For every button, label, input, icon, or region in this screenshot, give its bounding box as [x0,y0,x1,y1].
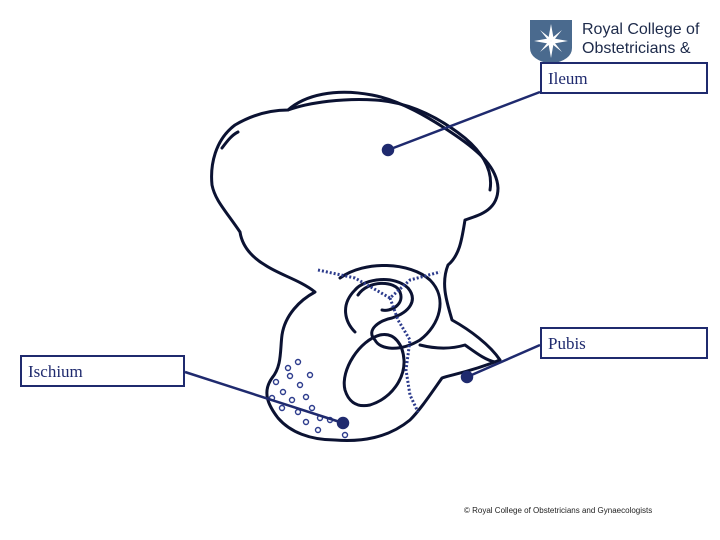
ileum-pointer-line [387,90,541,152]
logo-text-line-1: Royal College of [582,21,700,38]
pubis-pointer-line [466,343,541,379]
ileum-pointer-dot [381,143,395,157]
ischium-pointer-dot [336,416,350,430]
ischium-label: Ischium [20,355,185,387]
pubis-label: Pubis [540,327,708,359]
ischium-pointer-line [184,370,344,425]
pubis-pointer-dot [460,370,474,384]
pubis-boundary-line [388,297,420,413]
bone-boundary-lines [317,268,441,413]
compass-star-icon [530,20,572,64]
copyright-notice: © Royal College of Obstetricians and Gyn… [464,506,653,515]
hip-bone-outline [210,90,502,442]
ischium-stipple [268,358,349,439]
label-pointers [184,90,541,430]
ileum-label: Ileum [540,62,708,94]
rcog-logo: Royal College of Obstetricians & [528,20,718,66]
logo-text-line-2: Obstetricians & [582,40,691,57]
ileum-boundary-line [317,268,441,300]
